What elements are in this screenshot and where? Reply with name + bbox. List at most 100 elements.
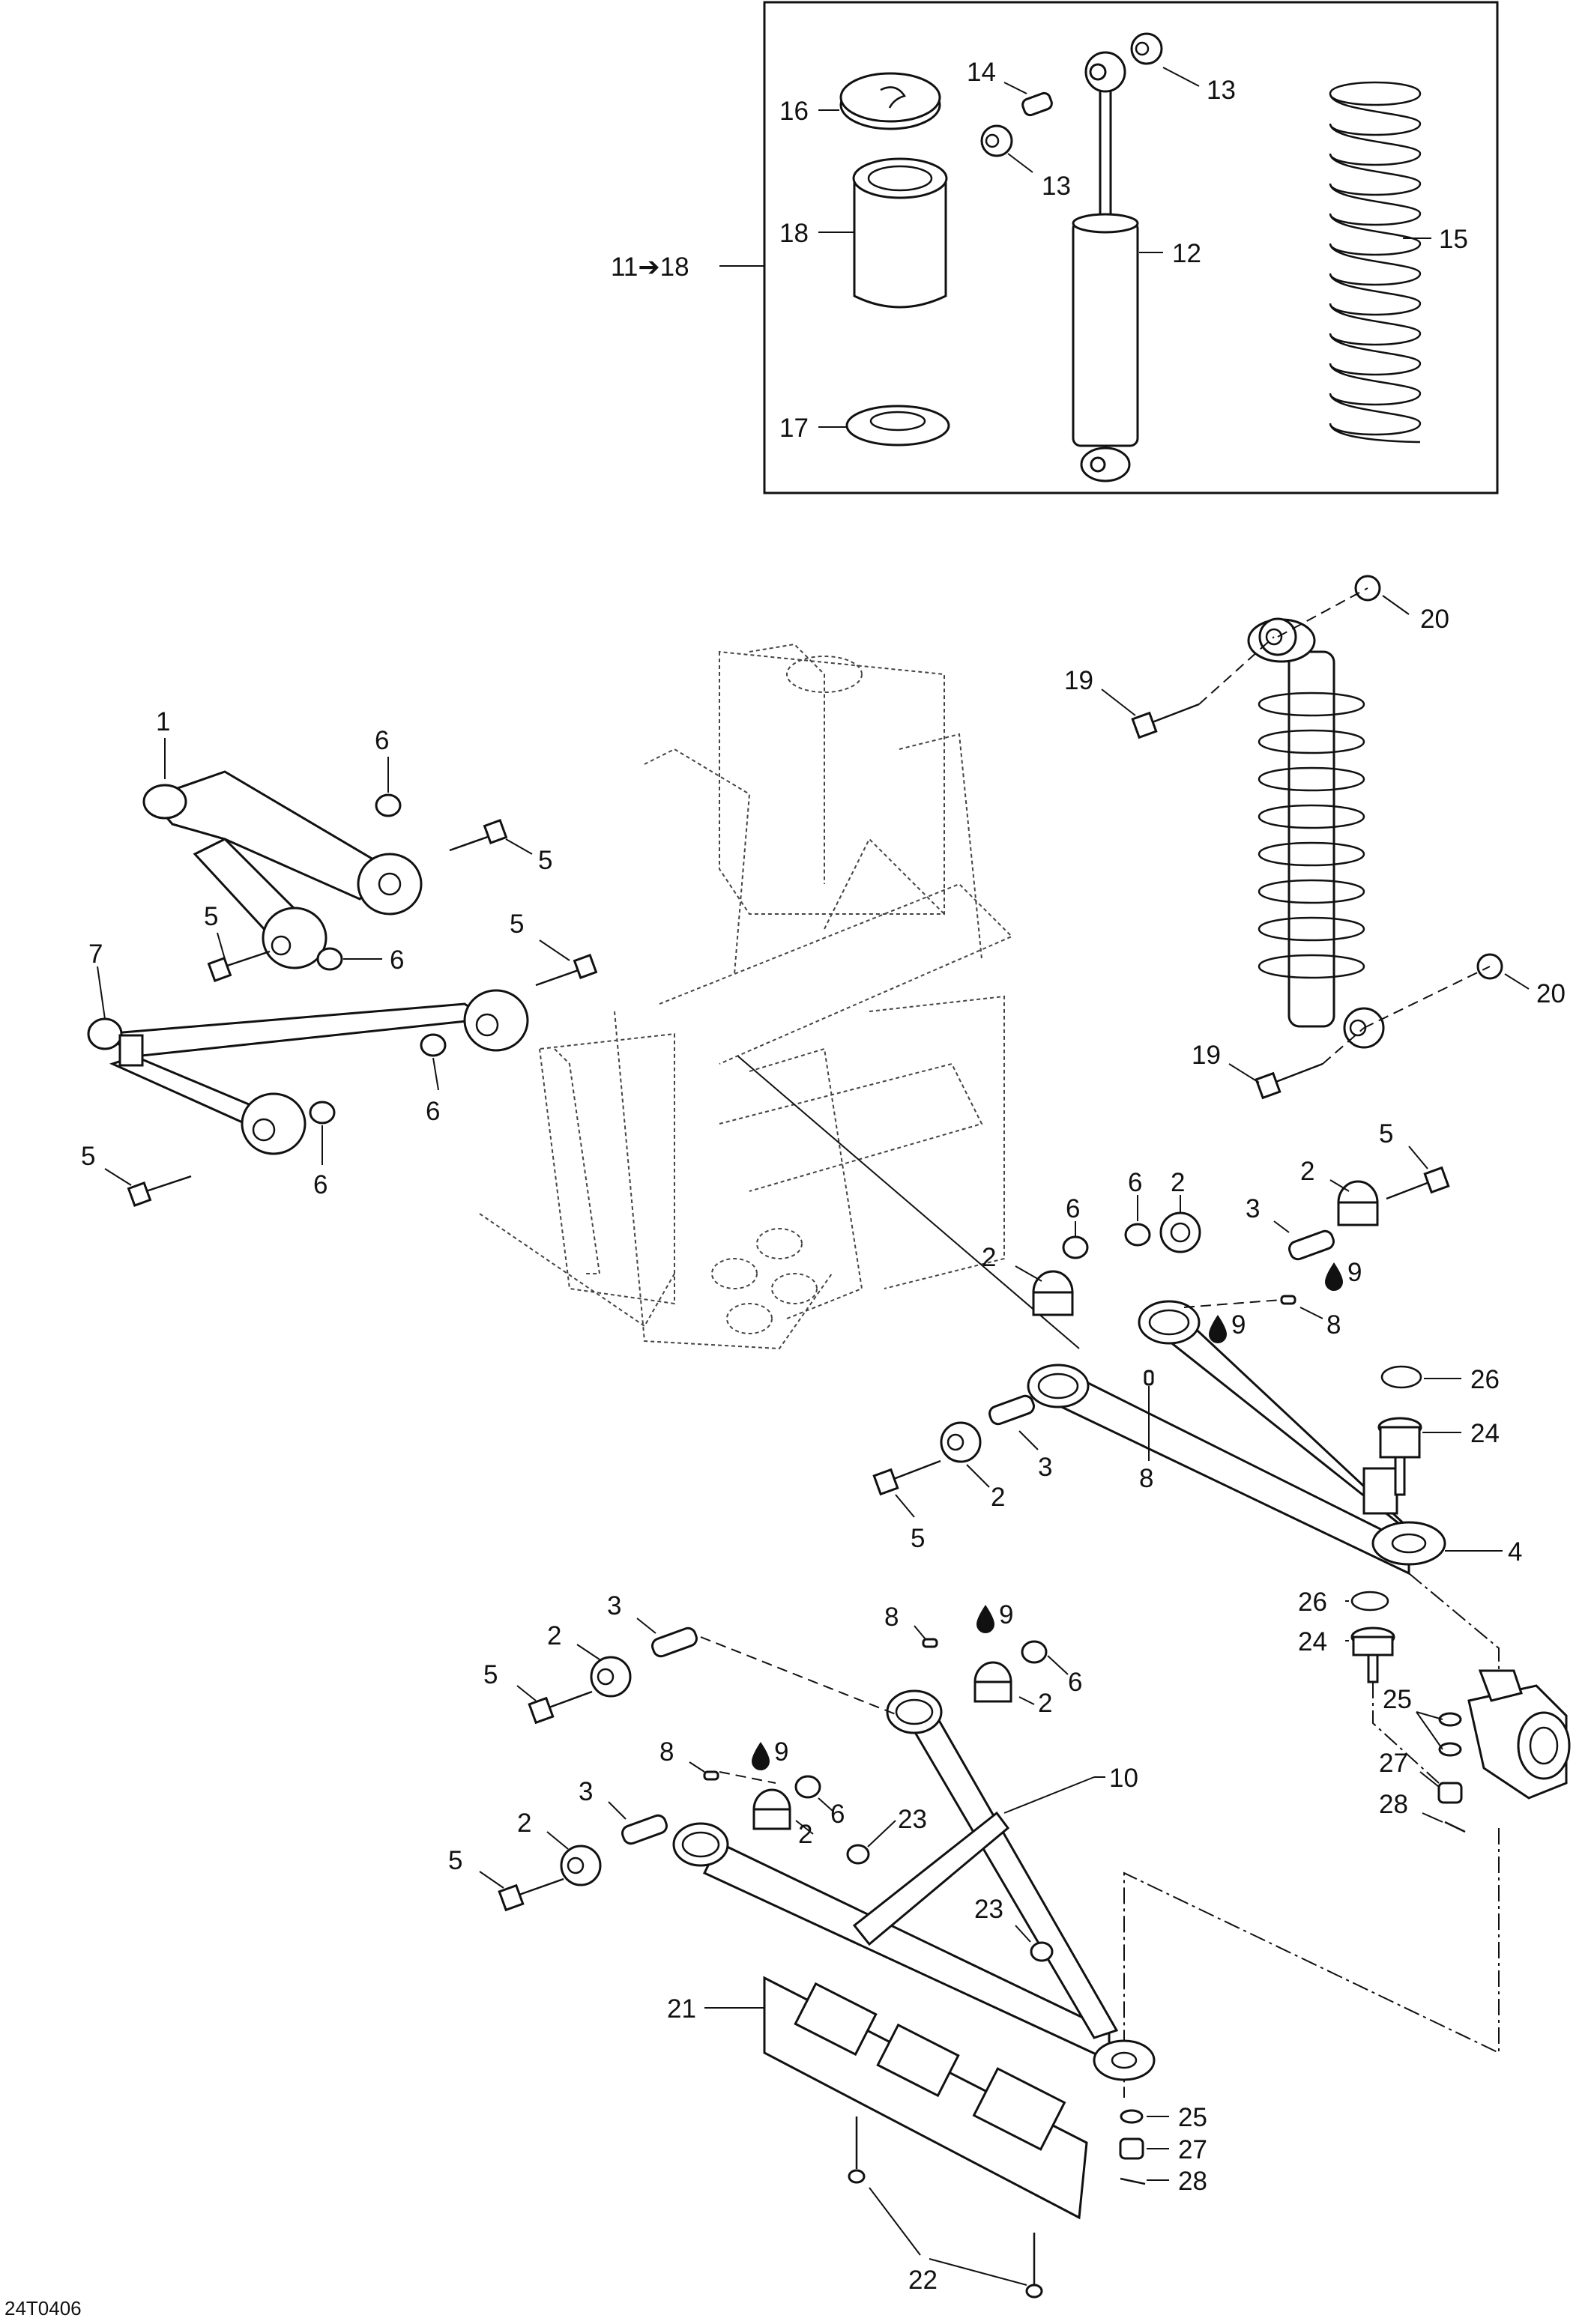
bump-sleeve-part	[852, 157, 948, 309]
callout-20-b: 20	[1536, 979, 1566, 1008]
callout-13-mid: 13	[1042, 172, 1071, 201]
callout-7: 7	[88, 939, 103, 969]
callout-6-g: 6	[1068, 1668, 1082, 1697]
callout-18: 18	[779, 219, 809, 248]
callout-9-c: 9	[999, 1600, 1013, 1629]
callout-6-h: 6	[830, 1800, 845, 1829]
sleeve-part	[621, 1814, 668, 1845]
bushing-part	[973, 1661, 1012, 1703]
skid-plate-part-21	[763, 1976, 1088, 2220]
callout-8-c: 8	[884, 1603, 899, 1632]
bolt-part	[1386, 1166, 1450, 1200]
callout-10: 10	[1109, 1764, 1138, 1793]
grease-fitting-part	[1280, 1295, 1296, 1305]
callout-5-b: 5	[204, 902, 218, 931]
drop-icon	[752, 1742, 770, 1770]
nut-part	[316, 947, 343, 971]
callout-24-a: 24	[1470, 1419, 1500, 1448]
grease-fitting-part	[703, 1770, 719, 1781]
castle-nut-part	[1437, 1782, 1463, 1804]
ball-joint-part	[1350, 1627, 1395, 1683]
callout-9-b: 9	[1231, 1310, 1246, 1340]
callout-23-b: 23	[974, 1895, 1003, 1924]
nut-part	[1062, 1235, 1089, 1259]
lubricant-note: 9	[976, 1600, 1013, 1633]
drop-icon	[1325, 1262, 1343, 1291]
callout-26-a: 26	[1470, 1365, 1500, 1394]
bushing-lower-part	[980, 124, 1013, 157]
lower-a-arm-part-10	[672, 1689, 1156, 2081]
drop-icon	[1209, 1315, 1227, 1343]
bolt-part	[872, 1459, 941, 1496]
ball-joint-part	[1377, 1417, 1422, 1496]
callout-6-f: 6	[1128, 1168, 1142, 1197]
callout-12: 12	[1172, 239, 1201, 268]
bolt-part	[127, 1175, 192, 1207]
inset-border	[763, 1, 1499, 494]
callout-5-e: 5	[911, 1524, 925, 1553]
lubricant-note: 9	[752, 1737, 788, 1770]
retaining-ring-part	[1380, 1365, 1422, 1389]
drop-icon	[976, 1605, 994, 1633]
bushing-part	[940, 1421, 982, 1463]
callout-8-d: 8	[659, 1737, 674, 1767]
callout-17: 17	[779, 414, 809, 443]
nut-part	[1021, 1640, 1048, 1664]
nut-part	[375, 793, 402, 817]
bushing-upper-part	[1130, 32, 1163, 65]
callout-13-top: 13	[1207, 76, 1236, 105]
spring-seat-part	[839, 72, 941, 130]
callout-1: 1	[156, 707, 170, 736]
nut-part	[420, 1033, 447, 1057]
bolt-part	[535, 954, 598, 987]
callout-14: 14	[967, 58, 996, 87]
callout-16: 16	[779, 97, 809, 126]
coil-spring-part	[1329, 81, 1422, 444]
bolt-part	[528, 1690, 593, 1725]
steering-knuckle	[1467, 1669, 1571, 1800]
sleeve-part	[988, 1394, 1035, 1426]
washer-part	[845, 405, 950, 447]
callout-19-a: 19	[1064, 666, 1093, 695]
callout-20-a: 20	[1420, 605, 1449, 634]
callout-3-c: 3	[607, 1591, 621, 1621]
callout-15: 15	[1439, 225, 1468, 254]
nut-part	[1030, 1941, 1054, 1962]
callout-24-b: 24	[1298, 1627, 1327, 1656]
callout-21: 21	[667, 1994, 696, 2024]
bushing-part	[1032, 1270, 1074, 1316]
bushing-part	[560, 1845, 602, 1886]
bolt-part	[1255, 1062, 1323, 1100]
washer-part	[1120, 2109, 1144, 2124]
bushing-part	[1159, 1211, 1201, 1253]
washer-part	[1438, 1712, 1462, 1757]
callout-6-b: 6	[390, 945, 404, 975]
callout-4: 4	[1508, 1537, 1522, 1567]
callout-6-e: 6	[1066, 1194, 1080, 1223]
cotter-pin-part	[1120, 2177, 1146, 2185]
callout-2-b: 2	[982, 1243, 996, 1272]
lubricant-note: 9	[1325, 1258, 1362, 1291]
nut-part	[309, 1101, 336, 1125]
retaining-ring-part	[1350, 1591, 1389, 1612]
callout-25-a: 25	[1383, 1685, 1412, 1714]
cotter-pin-part	[1444, 1821, 1466, 1833]
upper-arm-part-1	[142, 770, 423, 969]
drawing-code: 24T0406	[4, 2297, 82, 2320]
nut-part	[794, 1775, 821, 1799]
callout-3-a: 3	[1038, 1453, 1052, 1482]
grease-fitting-part	[922, 1638, 938, 1648]
callout-5-a: 5	[538, 846, 552, 875]
castle-nut-part	[1119, 2137, 1144, 2160]
callout-2-g: 2	[798, 1820, 812, 1849]
callout-2-h: 2	[517, 1809, 531, 1838]
bolt-part	[449, 819, 508, 852]
callout-8-b: 8	[1139, 1464, 1153, 1493]
callout-5-c: 5	[510, 910, 524, 939]
callout-5-d: 5	[81, 1142, 95, 1171]
shock-parts-inset: 11➔18 16 18 17	[611, 1, 1499, 494]
callout-25-b: 25	[1178, 2103, 1207, 2132]
callout-2-c: 2	[1171, 1168, 1185, 1197]
callout-3-b: 3	[1246, 1194, 1260, 1223]
bushing-part	[1337, 1180, 1379, 1226]
